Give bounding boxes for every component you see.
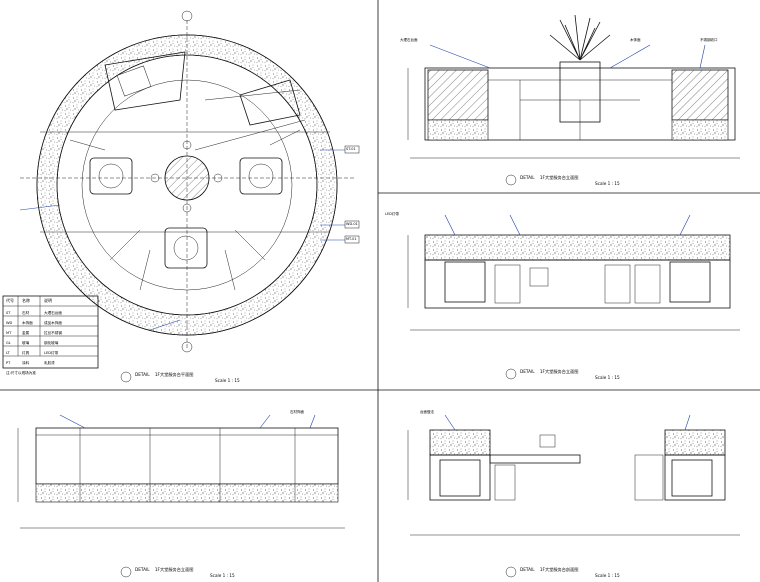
legend-rows: ST 石材 大理石台面 WD 木饰面 成品木饰面 MT 金属 拉丝不锈钢 GL …: [4, 308, 98, 378]
callout-tag: WD-01: [346, 222, 358, 226]
callout-label: 大理石台面: [400, 38, 418, 42]
legend-row: PT 涂料 乳胶漆: [6, 361, 55, 365]
callout-label: 不锈钢收口: [700, 38, 718, 42]
legend-row: GL 玻璃 钢化玻璃: [6, 341, 59, 345]
plan-view: [19, 10, 355, 353]
title-markers: [120, 174, 517, 578]
chair: [164, 227, 208, 269]
legend-note: 注:尺寸以现场为准: [6, 371, 36, 375]
legend-table: [2, 295, 99, 369]
legend-row: ST 石材 大理石台面: [6, 311, 62, 315]
legend-row: MT 金属 拉丝不锈钢: [6, 331, 62, 335]
legend-header-code: 代号: [6, 298, 14, 303]
chair: [239, 157, 283, 195]
callout-label: 台面做法: [420, 410, 434, 414]
callout-label: LED灯带: [385, 212, 399, 216]
elevation-side: [407, 214, 740, 331]
callout-tag: MT-01: [346, 237, 357, 241]
legend-header-name: 名称: [22, 298, 30, 303]
elevation-front: [407, 14, 740, 159]
callout-label: 石材饰面: [290, 410, 304, 414]
callout-label: 木饰面: [630, 38, 641, 42]
legend-header-desc: 说明: [44, 298, 52, 303]
elevation-rear: [17, 414, 345, 529]
callout-tag: ST-01: [346, 147, 356, 151]
panel-title-section: DETAIL 1F大堂服务台剖面图 Scale 1 : 15: [520, 567, 620, 578]
legend-row: LT 灯具 LED灯带: [6, 351, 59, 355]
chair: [89, 157, 133, 195]
panel-title-elev-side: DETAIL 1F大堂服务台立面图 Scale 1 : 15: [520, 369, 620, 380]
panel-title-elev-rear: DETAIL 1F大堂服务台立面图 Scale 1 : 15: [135, 567, 235, 578]
legend-header: 代号 名称 说明: [4, 298, 98, 306]
section-view: [407, 414, 740, 536]
panel-title-plan: DETAIL 1F大堂服务台平面图 Scale 1 : 15: [135, 372, 240, 383]
panel-title-elev-front: DETAIL 1F大堂服务台立面图 Scale 1 : 15: [520, 175, 620, 186]
legend-row: WD 木饰面 成品木饰面: [6, 321, 62, 325]
